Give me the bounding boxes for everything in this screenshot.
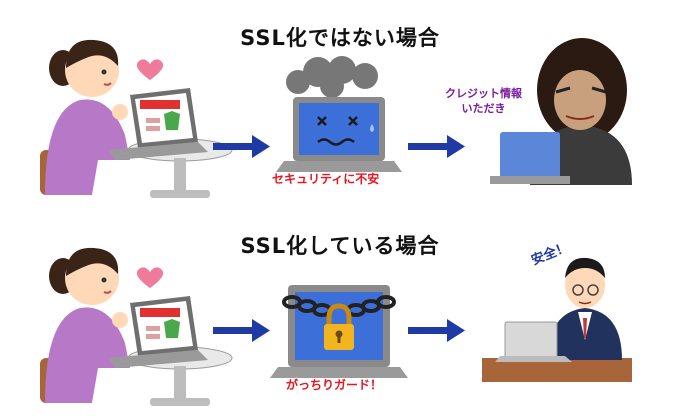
- heart-icon: [136, 59, 164, 80]
- dizzy-face-icon: [317, 116, 358, 146]
- steal-line-1: クレジット情報: [445, 87, 522, 100]
- title-with-ssl: SSL化している場合: [240, 234, 440, 258]
- credit-info-stolen-label: クレジット情報 いただき: [445, 86, 522, 116]
- title-without-ssl: SSL化ではない場合: [240, 26, 440, 50]
- hacker-woman: [490, 38, 632, 185]
- heart-icon: [136, 267, 164, 288]
- padlock-icon: [324, 303, 354, 350]
- arrow-right-icon: [213, 135, 270, 158]
- secured-laptop: [270, 285, 408, 378]
- insecure-label: セキュリティに不安: [272, 172, 380, 186]
- insecure-laptop: [276, 97, 402, 172]
- arrow-right-icon: [408, 319, 465, 342]
- businessman: [482, 257, 632, 382]
- shopper-woman-bottom: [39, 246, 233, 407]
- shopper-woman-top: [39, 38, 233, 199]
- arrow-right-icon: [213, 319, 270, 342]
- arrow-right-icon: [408, 135, 465, 158]
- steal-line-2: いただき: [461, 102, 506, 115]
- secure-guard-label: がっちりガード！: [286, 378, 383, 392]
- smoke-cloud-icon: [286, 56, 378, 98]
